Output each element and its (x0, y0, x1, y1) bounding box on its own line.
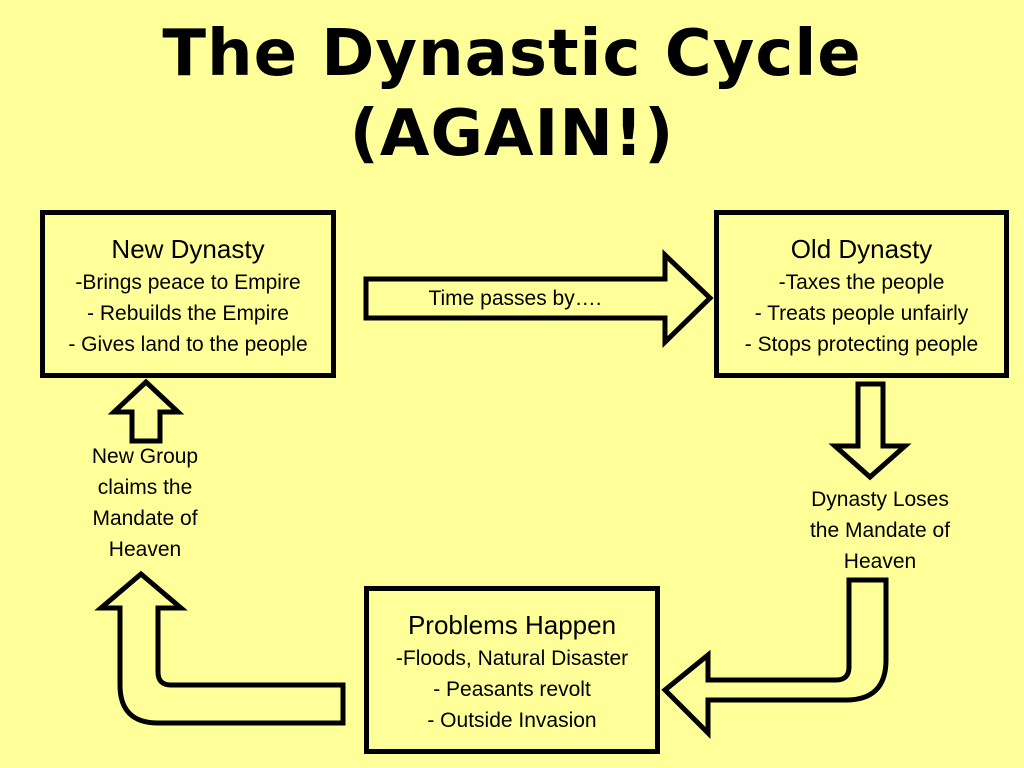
new-dynasty-heading: New Dynasty (111, 234, 265, 264)
claims-mandate-line: New Group (91, 445, 199, 468)
curved-left-arrow-icon (661, 577, 889, 740)
curved-up-arrow-icon (94, 570, 346, 726)
old-dynasty-item: - Treats people unfairly (754, 302, 969, 325)
slide-title: The Dynastic Cycle (AGAIN!) (0, 14, 1024, 174)
loses-mandate-line: Dynasty Loses (811, 488, 949, 511)
problems-item: - Peasants revolt (433, 678, 591, 701)
claims-mandate-line: claims the (97, 476, 193, 499)
old-dynasty-item: -Taxes the people (778, 271, 945, 294)
new-dynasty-item: -Brings peace to Empire (75, 271, 301, 294)
time-passes-label: Time passes by…. (428, 287, 602, 310)
problems-item: - Outside Invasion (427, 709, 597, 732)
claims-mandate-line: Heaven (108, 538, 182, 561)
new-dynasty-box: New Dynasty -Brings peace to Empire - Re… (40, 210, 336, 378)
claims-mandate-label: New Group claims the Mandate of Heaven (55, 441, 235, 565)
old-dynasty-heading: Old Dynasty (790, 234, 933, 264)
old-dynasty-item: - Stops protecting people (744, 333, 979, 356)
loses-mandate-label: Dynasty Loses the Mandate of Heaven (775, 484, 985, 577)
title-line-1: The Dynastic Cycle (162, 17, 862, 91)
down-arrow-icon (828, 381, 912, 481)
title-line-2: (AGAIN!) (349, 97, 675, 171)
new-dynasty-item: - Gives land to the people (68, 333, 308, 356)
right-arrow-icon (363, 249, 714, 348)
problems-box: Problems Happen -Floods, Natural Disaste… (364, 586, 660, 754)
loses-mandate-line: the Mandate of (809, 519, 951, 542)
loses-mandate-line: Heaven (843, 550, 917, 573)
problems-item: -Floods, Natural Disaster (395, 647, 629, 670)
problems-heading: Problems Happen (407, 610, 617, 640)
claims-mandate-line: Mandate of (92, 507, 198, 530)
new-dynasty-item: - Rebuilds the Empire (87, 302, 289, 325)
old-dynasty-box: Old Dynasty -Taxes the people - Treats p… (714, 210, 1009, 378)
up-arrow-icon (107, 378, 185, 444)
